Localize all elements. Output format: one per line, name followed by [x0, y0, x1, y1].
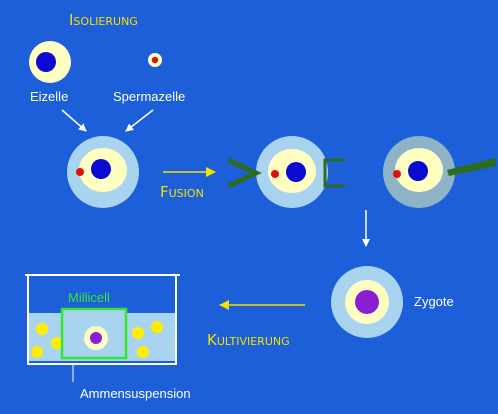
- sperm-arrow: [125, 109, 154, 132]
- left-electrode: [226, 157, 262, 189]
- isolated-sperm-cell: [148, 53, 162, 67]
- right-electrode: [323, 158, 345, 188]
- fusion-electrode: [447, 158, 496, 176]
- fusion-label: Fusion: [160, 183, 204, 201]
- cell-between-electrodes: [256, 136, 328, 208]
- zygote-label: Zygote: [414, 294, 454, 309]
- millicell-label: Millicell: [68, 290, 110, 305]
- millicell-insert: [60, 307, 128, 360]
- isolierung-label: Isolierung: [69, 11, 138, 29]
- egg-arrow: [61, 109, 87, 132]
- eizelle-label: Eizelle: [30, 89, 68, 104]
- spermazelle-label: Spermazelle: [113, 89, 185, 104]
- cell-pair: [67, 136, 139, 208]
- isolated-egg-cell: [29, 41, 71, 83]
- ammensuspension-label: Ammensuspension: [80, 386, 191, 401]
- nurse-cells: [31, 321, 163, 358]
- zygote-cell: [331, 266, 403, 338]
- fusing-cell: [383, 136, 455, 208]
- kultivierung-label: Kultivierung: [207, 331, 290, 349]
